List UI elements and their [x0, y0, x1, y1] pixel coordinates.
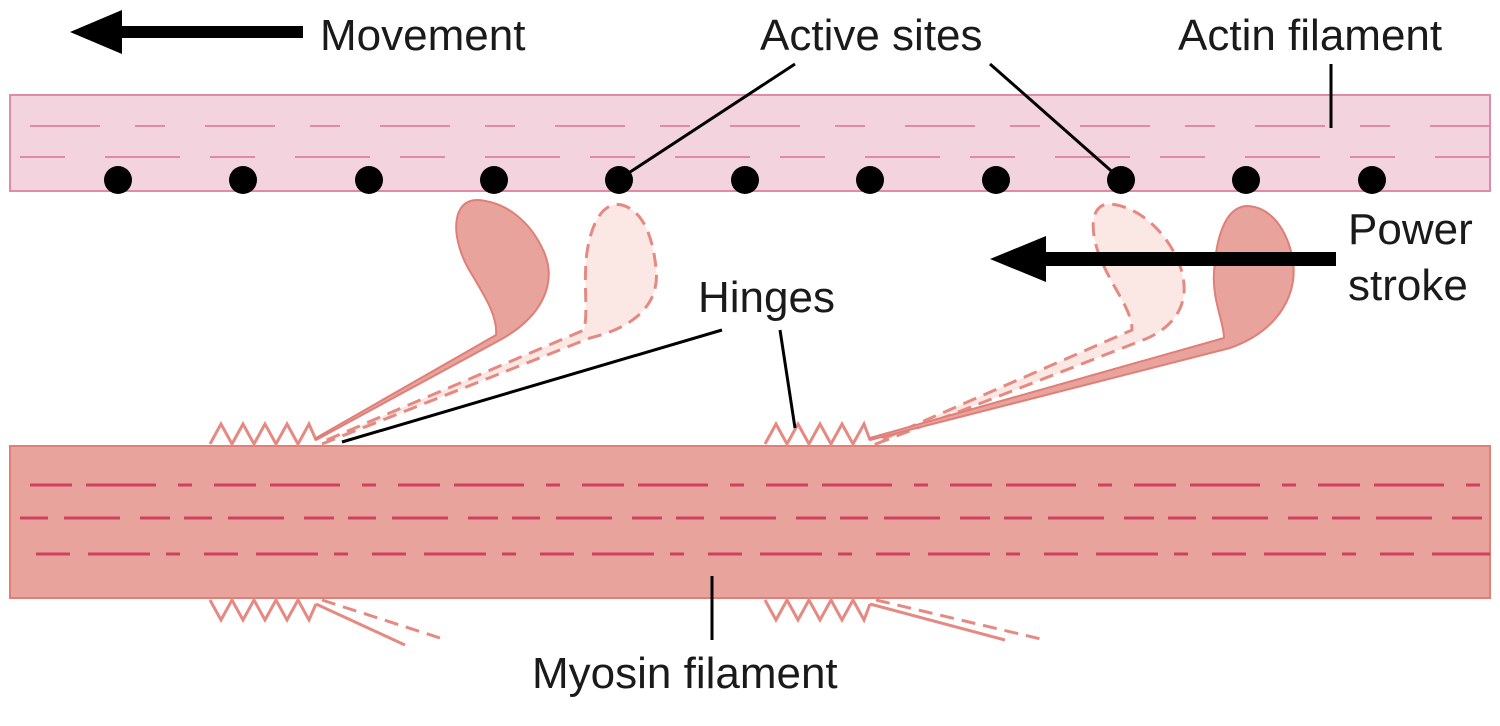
active-site-dot [1232, 166, 1260, 194]
myosin-head-detached [874, 202, 1186, 446]
hinges-label: Hinges [698, 273, 835, 322]
movement-label: Movement [320, 11, 525, 60]
hinge-zigzag [763, 596, 872, 624]
movement-arrow-icon [70, 10, 303, 54]
power-label: Power [1348, 205, 1473, 254]
active-site-dot [104, 166, 132, 194]
active-site-dot [982, 166, 1010, 194]
lower-cross-bridges [315, 598, 1046, 647]
myosin-filament-label: Myosin filament [532, 649, 838, 698]
active-site-dot [605, 166, 633, 194]
active-site-dot [856, 166, 884, 194]
actin-filament-label: Actin filament [1178, 11, 1442, 60]
active-site-dot [731, 166, 759, 194]
active-sites-leader [623, 62, 796, 178]
hinge-zigzag [208, 596, 318, 624]
leader-lines [341, 62, 1333, 640]
hinges-leader [778, 329, 797, 429]
active-site-dot [229, 166, 257, 194]
active-sites-label: Active sites [760, 11, 983, 60]
power-stroke-arrow-icon [990, 236, 1336, 282]
active-site-dot [355, 166, 383, 194]
active-site-dot [480, 166, 508, 194]
myosin-filament [9, 445, 1491, 599]
myosin-head-attached [315, 198, 550, 441]
hinges-leader [341, 328, 723, 444]
active-site-dot [1358, 166, 1386, 194]
myosin-head-attached [869, 205, 1295, 441]
myosin-head-detached [320, 203, 658, 446]
active-sites-leader [989, 62, 1118, 178]
hinge-zigzag [763, 420, 872, 448]
hinges [208, 420, 872, 624]
hinge-zigzag [208, 420, 318, 448]
stroke-label: stroke [1348, 261, 1468, 310]
